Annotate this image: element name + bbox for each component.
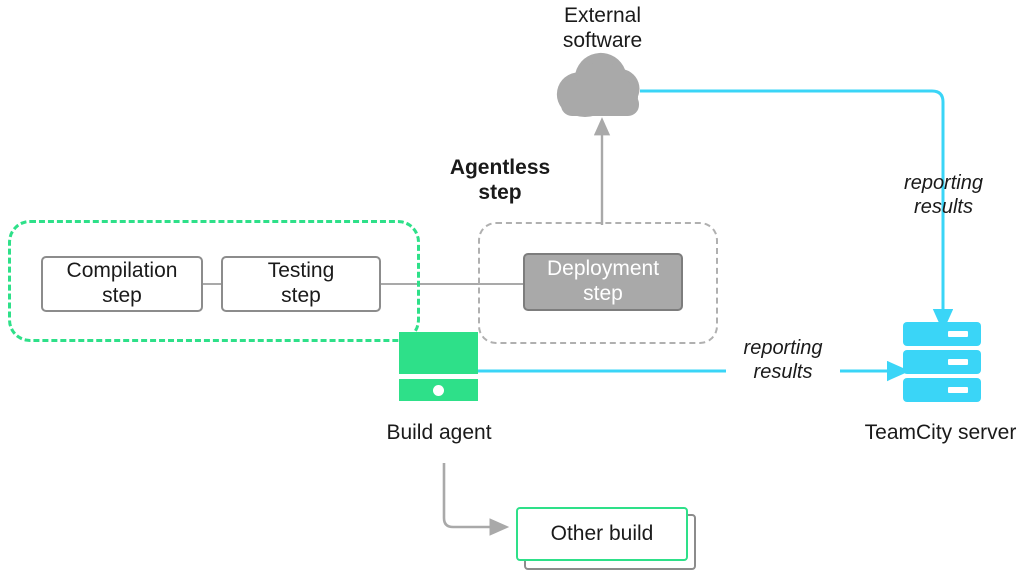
teamcity-server-bar-2 [903, 350, 981, 374]
teamcity-server-dash-1 [948, 331, 968, 337]
teamcity-server-dash-3 [948, 387, 968, 393]
agentless-step-scope [478, 222, 718, 344]
other-build-box[interactable]: Other build [516, 507, 688, 561]
connector-agent-to-other-build [442, 463, 510, 536]
reporting-results-top-label: reporting results [904, 172, 983, 218]
build-agent-label: Build agent [386, 421, 492, 444]
external-software-label: External software [562, 4, 643, 52]
teamcity-server-bar-3 [903, 378, 981, 402]
compilation-step-label: Compilation step [66, 259, 178, 307]
build-agent-status-dot [433, 384, 444, 396]
build-agent-scope [8, 220, 420, 342]
build-agent-icon-base [399, 379, 478, 401]
testing-step-box[interactable]: Testing step [221, 256, 381, 312]
deployment-step-label: Deployment step [546, 257, 660, 305]
build-agent-icon-screen [399, 332, 478, 374]
deployment-step-box[interactable]: Deployment step [523, 253, 683, 311]
testing-step-label: Testing step [267, 259, 335, 307]
agentless-step-label: Agentless step [449, 156, 551, 204]
compilation-step-box[interactable]: Compilation step [41, 256, 203, 312]
other-build-label: Other build [550, 522, 654, 545]
teamcity-server-dash-2 [948, 359, 968, 365]
reporting-results-mid-label: reporting results [726, 337, 840, 385]
teamcity-server-label: TeamCity server [864, 421, 1017, 444]
teamcity-server-bar-1 [903, 322, 981, 346]
cloud-icon [556, 52, 640, 117]
